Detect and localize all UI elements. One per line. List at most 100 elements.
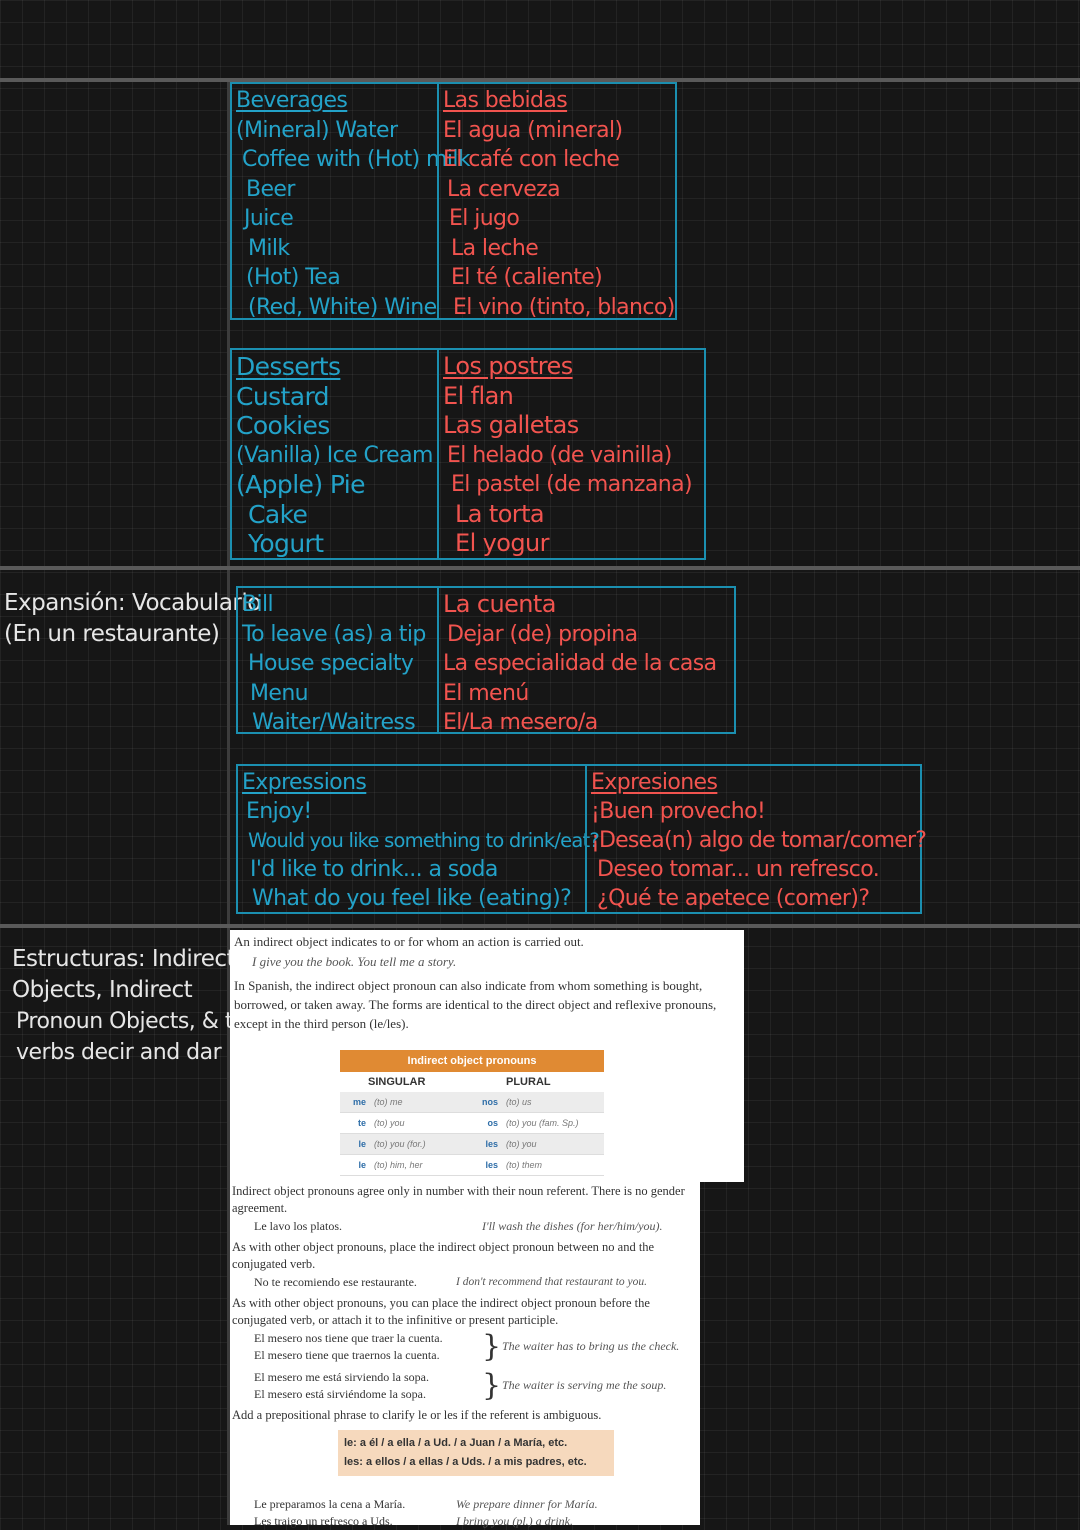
vocab-es: El/La mesero/a — [443, 710, 598, 735]
expressions-english-column: Expressions Enjoy! Would you like someth… — [242, 768, 600, 912]
vocab-en: Coffee with (Hot) milk — [242, 147, 471, 172]
brace-icon: } — [482, 1329, 502, 1364]
example-english: The waiter is serving me the soup. — [502, 1378, 667, 1392]
vocab-en: Cake — [248, 499, 308, 529]
example-english: I don't recommend that restaurant to you… — [456, 1276, 648, 1288]
vocab-es: El pastel (de manzana) — [451, 472, 693, 497]
vocab-es: El yogur — [455, 529, 549, 557]
example-pair: El mesero nos tiene que traer la cuenta.… — [232, 1329, 700, 1364]
vocab-es: El menú — [443, 680, 529, 706]
vocab-en: Milk — [248, 235, 290, 261]
vocab-es: Deseo tomar... un refresco. — [597, 857, 880, 882]
example-row: Le preparamos la cena a María. We prepar… — [232, 1496, 700, 1513]
plural-meaning: (to) them — [506, 1160, 543, 1170]
vocab-en: (Vanilla) Ice Cream — [236, 442, 433, 468]
explanation-paragraph: In Spanish, the indirect object pronoun … — [234, 978, 717, 1031]
example-pair-spanish: El mesero nos tiene que traer la cuenta.… — [232, 1330, 482, 1364]
intro-example: I give you the book. You tell me a story… — [252, 954, 457, 969]
rule-placement-attach: As with other object pronouns, you can p… — [232, 1296, 650, 1327]
singular-meaning: (to) you (for.) — [374, 1139, 426, 1149]
vocab-en: (Apple) Pie — [236, 470, 365, 499]
plural-meaning: (to) you (fam. Sp.) — [506, 1118, 579, 1128]
section-divider-structures — [0, 924, 1080, 928]
desserts-spanish-column: Los postres El flan Las galletas El hela… — [437, 350, 704, 558]
vocab-es: El helado (de vainilla) — [447, 442, 672, 468]
section-divider-top — [0, 78, 1080, 82]
textbook-excerpt-rules: Indirect object pronouns agree only in n… — [230, 1182, 700, 1528]
expressions-spanish-column: Expresiones ¡Buen provecho! ¡Desea(n) al… — [585, 766, 927, 912]
vocab-es: ¡Desea(n) algo de tomar/comer? — [591, 828, 927, 853]
vocab-es: La cerveza — [447, 176, 561, 202]
structures-label: Estructuras: Indirect Objects, Indirect … — [12, 944, 260, 1068]
singular-pronoun: me — [352, 1097, 366, 1107]
beverages-spanish-column: Las bebidas El agua (mineral) El café co… — [437, 84, 675, 320]
brace-icon: } — [482, 1368, 502, 1403]
vocab-en: Enjoy! — [246, 799, 312, 824]
example-english: I bring you (pl.) a drink. — [456, 1514, 573, 1528]
vocab-en: Juice — [244, 206, 294, 231]
plural-pronoun: les — [485, 1160, 498, 1170]
vocab-es: El flan — [443, 381, 514, 410]
restaurant-vocab-table: Bill To leave (as) a tip House specialty… — [236, 586, 736, 735]
expansion-label-line: (En un restaurante) — [4, 621, 220, 647]
rule-agreement: Indirect object pronouns agree only in n… — [232, 1184, 685, 1215]
singular-meaning: (to) you — [374, 1118, 405, 1128]
singular-pronoun: te — [357, 1118, 366, 1128]
margin-line-2 — [227, 570, 230, 924]
clarification-box: le: a él / a ella / a Ud. / a Juan / a M… — [338, 1430, 614, 1476]
vocab-en: Cookies — [236, 411, 330, 440]
example-spanish: Le lavo los platos. — [254, 1219, 342, 1233]
plural-meaning: (to) us — [506, 1097, 532, 1107]
singular-header: SINGULAR — [368, 1076, 426, 1088]
rule-placement-no: As with other object pronouns, place the… — [232, 1240, 655, 1271]
postres-heading: Los postres — [443, 352, 573, 380]
restaurant-english-column: Bill To leave (as) a tip House specialty… — [242, 590, 438, 735]
plural-meaning: (to) you — [506, 1139, 537, 1149]
vocab-es: La especialidad de la casa — [443, 651, 717, 676]
structures-label-line: verbs decir and dar — [16, 1040, 222, 1065]
clarification-le: le: a él / a ella / a Ud. / a Juan / a M… — [344, 1437, 568, 1449]
rule-clarify: Add a prepositional phrase to clarify le… — [232, 1408, 602, 1422]
example-spanish: No te recomiendo ese restaurante. — [254, 1275, 417, 1289]
vocab-es: El café con leche — [443, 147, 620, 172]
vocab-es: La torta — [455, 499, 545, 528]
desserts-heading: Desserts — [236, 352, 341, 381]
expansion-label-line: Expansión: Vocabulario — [4, 590, 261, 616]
vocab-en: Would you like something to drink/eat? — [248, 829, 600, 852]
example-pair: El mesero me está sirviendo la sopa. El … — [232, 1368, 700, 1403]
vocab-en: Yogurt — [248, 529, 324, 558]
vocab-en: To leave (as) a tip — [242, 621, 426, 647]
vocab-en: (Red, White) Wine — [248, 294, 437, 320]
clarification-les: les: a ellos / a ellas / a Uds. / a mis … — [344, 1456, 587, 1468]
vocab-en: What do you feel like (eating)? — [252, 886, 572, 911]
vocab-es: La leche — [451, 235, 539, 261]
example-spanish: El mesero me está sirviendo la sopa. — [254, 1369, 429, 1384]
expressions-table: Expressions Enjoy! Would you like someth… — [236, 764, 927, 914]
pronoun-row: le (to) him, her les (to) them — [340, 1155, 604, 1176]
example-spanish: El mesero tiene que traernos la cuenta. — [254, 1347, 440, 1362]
plural-pronoun: os — [487, 1118, 498, 1128]
structures-label-line: Objects, Indirect — [12, 977, 193, 1003]
pronoun-table-title: Indirect object pronouns — [340, 1050, 604, 1072]
vocab-es: El agua (mineral) — [443, 117, 623, 143]
vocab-en: Waiter/Waitress — [252, 710, 416, 735]
expressions-heading: Expressions — [242, 770, 367, 795]
pronoun-row: te (to) you os (to) you (fam. Sp.) — [340, 1113, 604, 1134]
pronoun-row: le (to) you (for.) les (to) you — [340, 1134, 604, 1155]
example-spanish: Le preparamos la cena a María. — [254, 1497, 406, 1511]
example-spanish: Les traigo un refresco a Uds. — [254, 1514, 393, 1528]
vocab-en: (Hot) Tea — [246, 265, 341, 290]
intro-paragraph: An indirect object indicates to or for w… — [234, 934, 584, 949]
pronoun-table-header: SINGULAR PLURAL — [340, 1072, 604, 1092]
example-english: We prepare dinner for María. — [456, 1497, 598, 1511]
restaurant-spanish-column: La cuenta Dejar (de) propina La especial… — [437, 588, 734, 735]
vocab-en: (Mineral) Water — [236, 117, 398, 143]
vocab-es: ¿Qué te apetece (comer)? — [597, 886, 870, 911]
vocab-en: I'd like to drink... a soda — [250, 857, 498, 882]
vocab-es: El té (caliente) — [451, 265, 603, 290]
vocab-en: House specialty — [248, 651, 414, 676]
beverages-heading: Beverages — [236, 88, 348, 113]
bebidas-heading: Las bebidas — [443, 88, 568, 113]
vocab-es: ¡Buen provecho! — [591, 799, 766, 824]
vocab-en: Beer — [246, 176, 295, 202]
